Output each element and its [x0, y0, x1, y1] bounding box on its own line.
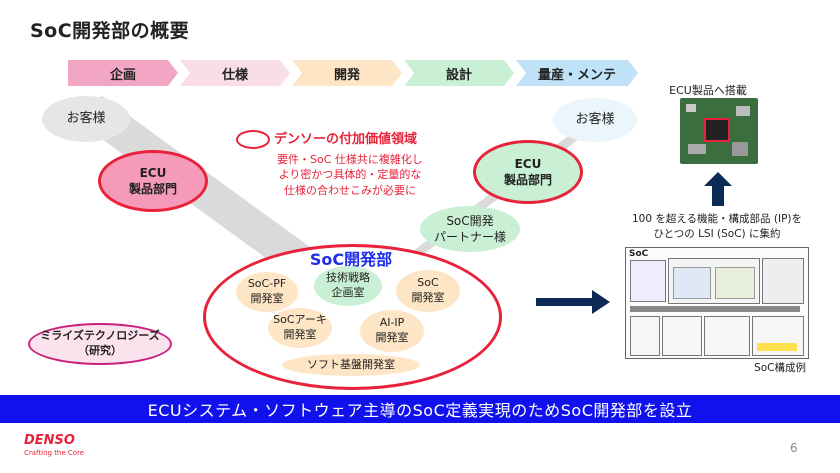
soc-dev-lab-label: SoC 開発室	[411, 276, 445, 304]
up-arrow-icon	[704, 172, 732, 206]
soc-partner-bubble: SoC開発 パートナー様	[420, 206, 520, 252]
page-title: SoC開発部の概要	[30, 20, 190, 42]
ai-ip-lab: AI-IP 開発室	[360, 310, 424, 352]
phase-label-spec: 仕様	[221, 67, 248, 83]
ecu-board-image	[680, 98, 758, 164]
tech-strategy-lab: 技術戦略 企画室	[314, 266, 382, 306]
customer-bubble-right: お客様	[553, 98, 637, 142]
mirise-technologies: ミライズテクノロジーズ （研究）	[28, 323, 172, 365]
value-area-legend-marker	[236, 130, 270, 149]
customer-label-right: お客様	[575, 112, 615, 128]
ecu-division-right-label: ECU 製品部門	[503, 156, 552, 187]
board-component	[686, 104, 696, 112]
soc-block	[668, 258, 760, 304]
board-component	[688, 144, 706, 154]
phase-chevron-5	[516, 60, 638, 86]
soc-dept-title: SoC開発部	[309, 250, 393, 269]
phase-label-development: 開発	[333, 67, 360, 83]
soc-pf-lab: SoC-PF 開発室	[236, 272, 298, 312]
board-component	[732, 142, 748, 156]
denso-tagline: Crafting the Core	[24, 449, 85, 457]
soc-block	[762, 258, 804, 304]
soc-example-caption: SoC構成例	[754, 362, 806, 374]
banner-text: ECUシステム・ソフトウェア主導のSoC定義実現のためSoC開発部を設立	[147, 401, 693, 420]
software-platform-lab: ソフト基盤開発室	[282, 354, 420, 376]
soc-block	[704, 316, 750, 356]
bottom-banner: ECUシステム・ソフトウェア主導のSoC定義実現のためSoC開発部を設立	[0, 395, 840, 423]
ai-ip-lab-label: AI-IP 開発室	[375, 316, 409, 344]
ecu-division-right: ECU 製品部門	[473, 140, 583, 204]
soc-integration-text: 100 を超える機能・構成部品 (IP)を ひとつの LSI (SoC) に集約	[631, 213, 803, 241]
phase-chevron-3	[292, 60, 402, 86]
soc-bus	[630, 306, 800, 312]
soc-arch-lab-label: SoCアーキ 開発室	[273, 313, 327, 341]
right-arrow-icon	[536, 290, 610, 314]
software-platform-lab-label: ソフト基盤開発室	[307, 357, 395, 371]
soc-block-diagram: SoC	[625, 247, 809, 359]
phase-label-planning: 企画	[109, 67, 136, 83]
phase-arrow-bar	[68, 60, 638, 86]
soc-arch-lab: SoCアーキ 開発室	[268, 308, 332, 348]
soc-dev-lab: SoC 開発室	[396, 270, 460, 312]
value-area-legend-body: 要件・SoC 仕様共に複雑化し より密かつ具体的・定量的な 仕様の合わせこみが必…	[277, 153, 423, 197]
soc-pf-lab-label: SoC-PF 開発室	[247, 277, 287, 305]
ecu-product-caption: ECU製品へ搭載	[669, 84, 747, 97]
customer-bubble-left: お客様	[42, 96, 130, 142]
soc-block	[662, 316, 702, 356]
customer-label-left: お客様	[66, 111, 106, 127]
mirise-label: ミライズテクノロジーズ （研究）	[40, 329, 160, 357]
soc-chip-icon	[704, 118, 730, 142]
phase-label-design: 設計	[445, 67, 472, 83]
phase-chevron-1	[68, 60, 178, 86]
soc-block	[752, 316, 804, 356]
soc-block	[715, 267, 755, 299]
soc-diagram-header: SoC	[629, 249, 649, 259]
denso-logo: DENSO	[24, 433, 75, 448]
board-component	[736, 106, 750, 116]
phase-chevron-4	[404, 60, 514, 86]
soc-partner-label: SoC開発 パートナー様	[433, 213, 506, 244]
soc-block	[673, 267, 711, 299]
soc-block	[630, 260, 666, 302]
phase-chevron-2	[180, 60, 290, 86]
soc-block-highlight	[757, 343, 797, 351]
ecu-division-left: ECU 製品部門	[98, 150, 208, 212]
soc-block	[630, 316, 660, 356]
page-number: 6	[790, 441, 798, 455]
phase-label-mass-production: 量産・メンテ	[537, 67, 616, 83]
ecu-division-left-label: ECU 製品部門	[128, 165, 177, 196]
tech-strategy-lab-label: 技術戦略 企画室	[326, 271, 370, 299]
value-area-legend-title: デンソーの付加価値領域	[274, 132, 418, 147]
